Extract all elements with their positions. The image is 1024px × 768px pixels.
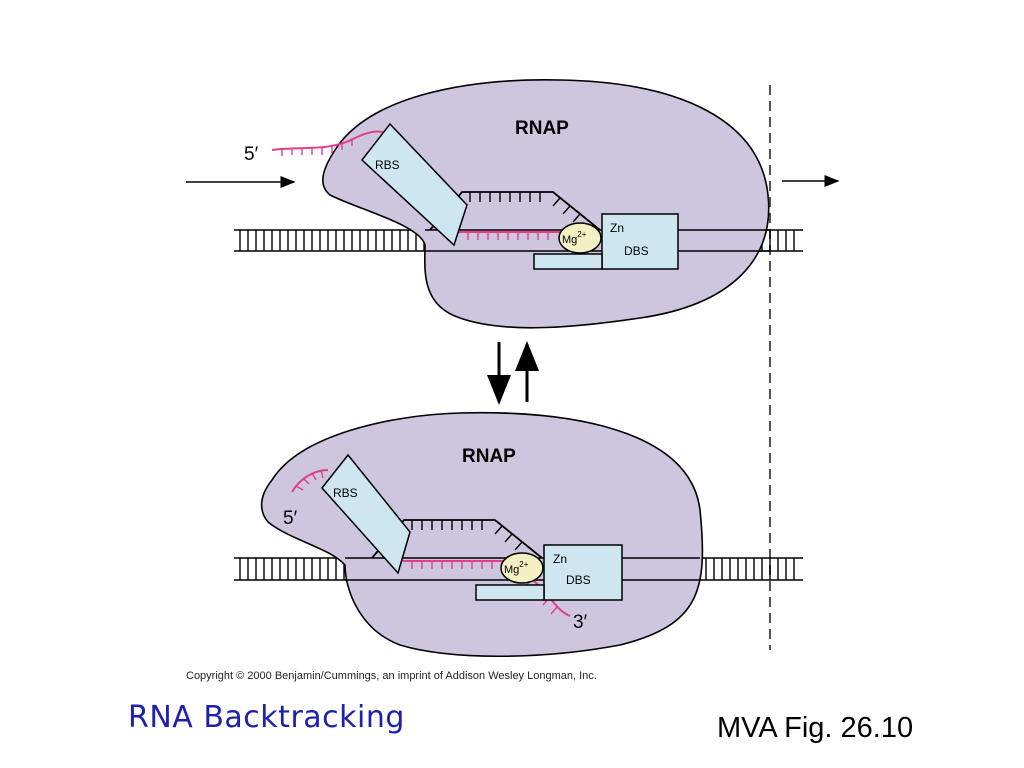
bottom-zn-label: Zn [553,552,567,566]
bottom-rna-5prime-tail [291,469,329,493]
top-state: RBS Zn DBS Mg2+ RNAP 5′ [234,79,803,329]
top-mg-ion [558,222,602,254]
bottom-mg-label: Mg [504,564,519,576]
top-mg-label: Mg [562,234,577,246]
bottom-3prime-label: 3′ [573,612,588,633]
bottom-rbs-label: RBS [333,486,358,500]
bottom-rbs-domain [321,453,411,575]
copyright-notice: Copyright © 2000 Benjamin/Cummings, an i… [186,670,597,682]
slide-title: RNA Backtracking [128,700,405,735]
top-dbs-domain [601,213,679,270]
top-5prime-label: 5′ [244,144,259,165]
top-zn-label: Zn [610,221,624,235]
bottom-dbs-lower-arm [475,584,545,601]
top-mg-charge: 2+ [577,230,586,239]
top-rbs-label: RBS [375,158,400,172]
top-rnap-label: RNAP [515,118,569,139]
bottom-dbs-domain [543,544,623,601]
bottom-dbs-label: DBS [566,573,591,587]
bottom-state: RBS Zn DBS Mg2+ RNAP 5′ 3′ [234,411,803,657]
top-dbs-lower-arm [533,253,603,270]
bottom-5prime-label: 5′ [283,508,298,529]
bottom-mg-charge: 2+ [519,560,528,569]
svg-text:Mg2+: Mg2+ [562,230,587,246]
svg-text:Mg2+: Mg2+ [504,560,529,576]
top-rbs-domain [360,122,468,247]
top-dbs-label: DBS [624,244,649,258]
rnap-backtracking-diagram: RBS Zn DBS Mg2+ RNAP 5′ [186,79,840,657]
figure-reference: MVA Fig. 26.10 [717,712,914,744]
bottom-mg-ion [500,552,544,584]
bottom-rnap-label: RNAP [462,446,516,467]
